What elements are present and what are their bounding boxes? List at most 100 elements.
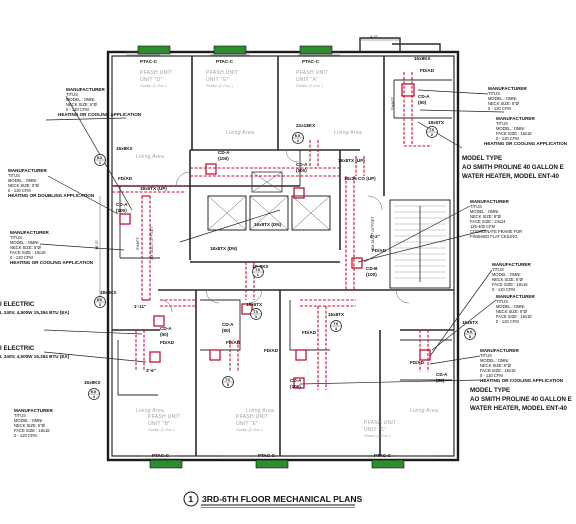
svg-text:18x8KX: 18x8KX [100,290,118,295]
svg-text:MANUFACTURER: MANUFACTURER [8,168,47,173]
svg-text:HEATING OR COOLING APPLICATION: HEATING OR COOLING APPLICATION [484,141,568,146]
shaft-label: SHAFT [135,237,140,250]
tag-tx-3: TX 3 [250,308,262,320]
svg-text:FD/AD: FD/AD [372,248,387,253]
svg-text:MODEL TYPE: MODEL TYPE [462,155,502,162]
ptac-unit: PTAC-C [255,453,289,469]
svg-text:1: 1 [99,160,102,165]
svg-text:TX: TX [253,309,258,314]
svg-text:18x6TX: 18x6TX [428,120,445,125]
living-area-label: Living Area [334,130,362,136]
svg-text:TX: TX [225,377,230,382]
svg-text:Studio (2 Occ.): Studio (2 Occ.) [296,83,323,88]
equipment-labels: 22x18KX 18x6TX 16x8KX 16x8KX 18x6TX (UP)… [84,56,479,389]
svg-text:MODEL TYPE: MODEL TYPE [470,387,510,394]
svg-text:3: 3 [255,314,258,319]
living-area-label: Living Area [136,154,164,160]
svg-text:16x8TX (UP): 16x8TX (UP) [338,158,365,163]
svg-text:I, 240V, 4,500W 15,354 BTU (EA: I, 240V, 4,500W 15,354 BTU (EA) [0,310,70,315]
svg-text:3: 3 [99,302,102,307]
svg-text:0 - 120 CFM: 0 - 120 CFM [496,136,519,141]
svg-text:0 - 120 CFM: 0 - 120 CFM [66,107,89,112]
svg-text:UNIT "E": UNIT "E" [236,421,258,427]
svg-text:MANUFACTURER: MANUFACTURER [480,348,519,353]
svg-text:WATER HEATER, MODEL ENT-40: WATER HEATER, MODEL ENT-40 [470,405,568,412]
svg-text:MANUFACTURER: MANUFACTURER [496,294,535,299]
svg-text:CD-A: CD-A [296,162,308,167]
svg-text:CD-A: CD-A [218,150,230,155]
svg-text:NECK SIZE: 6"Ø: NECK SIZE: 6"Ø [10,245,42,250]
svg-text:FD/AD: FD/AD [410,360,425,365]
tag-kx-4: KX 4 [88,388,100,400]
tag-tx-5: TX 5 [222,376,234,388]
unit-labels: PFASH UNIT UNIT "D" Studio (2 Occ.) PFAS… [136,70,438,438]
note-manufacturer-right-bottom: MANUFACTURER TITUS MODEL : OMNI NECK SIZ… [480,348,564,383]
svg-text:TITUS: TITUS [470,204,482,209]
note-manufacturer-right-top2: MANUFACTURER TITUS MODEL : OMNI FACE SIZ… [484,116,568,146]
svg-text:I ELECTRIC: I ELECTRIC [0,301,35,308]
tag-tx-1: TX 1 [252,266,264,278]
svg-text:(50): (50) [222,328,231,333]
svg-text:FD/AD: FD/AD [226,340,241,345]
unit-g-label: PFASH UNIT UNIT "G" Studio (2 Occ.) [206,70,238,88]
svg-text:(100): (100) [296,168,307,173]
living-area-label: Living Area [246,408,274,414]
svg-text:(100): (100) [290,384,301,389]
svg-text:0 - 120 CFM: 0 - 120 CFM [496,319,519,324]
svg-text:FD/AD: FD/AD [118,176,133,181]
svg-text:NECK SIZE: 6"Ø: NECK SIZE: 6"Ø [496,309,528,314]
svg-text:HEATING OR COOLING APPLICATION: HEATING OR COOLING APPLICATION [58,112,142,117]
unit-d-label: PFASH UNIT UNIT "D" Studio (2 Occ.) [140,70,172,88]
svg-text:16x6TX: 16x6TX [462,320,479,325]
svg-text:(100): (100) [218,156,229,161]
svg-text:16x8KX: 16x8KX [84,380,102,385]
svg-text:I, 240V, 4,500W 15,354 BTU (EA: I, 240V, 4,500W 15,354 BTU (EA) [0,354,70,359]
svg-text:PTAC-C: PTAC-C [216,59,234,64]
svg-text:AO SMITH PROLINE 40 GALLON E: AO SMITH PROLINE 40 GALLON E [462,164,564,171]
svg-text:MODEL : OMNI: MODEL : OMNI [10,240,39,245]
svg-text:PTAC-C: PTAC-C [140,59,158,64]
svg-text:18x8TX (DN): 18x8TX (DN) [210,246,238,251]
svg-text:CD-B: CD-B [366,266,378,271]
living-area-label: Living Area [410,408,438,414]
svg-text:HEATING OR DOUBLING APPLICATIO: HEATING OR DOUBLING APPLICATION [8,193,95,198]
svg-text:I ELECTRIC: I ELECTRIC [0,345,35,352]
leader-lines [39,89,505,385]
svg-text:MODEL : OMNI: MODEL : OMNI [8,178,37,183]
note-electric-1: I ELECTRIC I, 240V, 4,500W 15,354 BTU (E… [0,301,70,315]
svg-text:FD/AD: FD/AD [302,330,317,335]
svg-text:18x6TX (UP): 18x6TX (UP) [140,186,167,191]
svg-text:NECK SIZE: 6"Ø: NECK SIZE: 6"Ø [8,183,40,188]
svg-text:16x8TX (DN): 16x8TX (DN) [254,222,282,227]
svg-text:22x18KX: 22x18KX [296,123,316,128]
svg-text:PTAC-C: PTAC-C [258,453,276,458]
svg-text:CD-A: CD-A [418,94,430,99]
note-manufacturer-left-top: MANUFACTURER TITUS MODEL : OMNI NECK SIZ… [58,87,142,117]
duct-offset-label: 3M DUCT OFFSET [149,226,154,260]
svg-text:1: 1 [257,272,260,277]
svg-text:MANUFACTURER: MANUFACTURER [492,262,531,267]
svg-text:NECK SIZE: 8"Ø: NECK SIZE: 8"Ø [470,214,502,219]
svg-text:5: 5 [469,334,472,339]
note-manufacturer-left-mid: MANUFACTURER TITUS MODEL : OMNI NECK SIZ… [8,168,95,198]
svg-text:Studio (2 Occ.): Studio (2 Occ.) [236,427,263,432]
drawing-title: 1 3RD-6TH FLOOR MECHANICAL PLANS [183,491,363,508]
svg-text:CD-A: CD-A [222,322,234,327]
unit-b-label: PFASH UNIT UNIT "B" Studio (2 Occ.) [148,414,180,432]
note-manufacturer-right-low2: MANUFACTURER TITUS MODEL : OMNI NECK SIZ… [496,294,535,324]
drawing-number: 1 [188,494,193,504]
svg-text:TX: TX [255,267,260,272]
svg-text:HEATING OR COOLING APPLICATION: HEATING OR COOLING APPLICATION [480,378,564,383]
svg-text:(50): (50) [160,332,169,337]
note-water-heater-bottom: MODEL TYPE AO SMITH PROLINE 40 GALLON E … [470,387,572,412]
svg-text:3'-6": 3'-6" [146,368,156,373]
note-manufacturer-right-top: MANUFACTURER TITUS MODEL : OMNI NECK SIZ… [488,86,527,111]
unit-c-label: PFASH UNIT UNIT "C" Studio (2 Occ.) [364,420,396,438]
svg-text:KX: KX [295,133,301,138]
svg-text:UNIT "G": UNIT "G" [206,77,229,83]
svg-text:Studio (2 Occ.): Studio (2 Occ.) [140,83,167,88]
svg-text:NECK SIZE: 6"Ø: NECK SIZE: 6"Ø [488,101,520,106]
svg-text:Studio (2 Occ.): Studio (2 Occ.) [364,433,391,438]
svg-text:PFASH UNIT: PFASH UNIT [296,70,328,76]
svg-text:TITUS: TITUS [492,267,504,272]
